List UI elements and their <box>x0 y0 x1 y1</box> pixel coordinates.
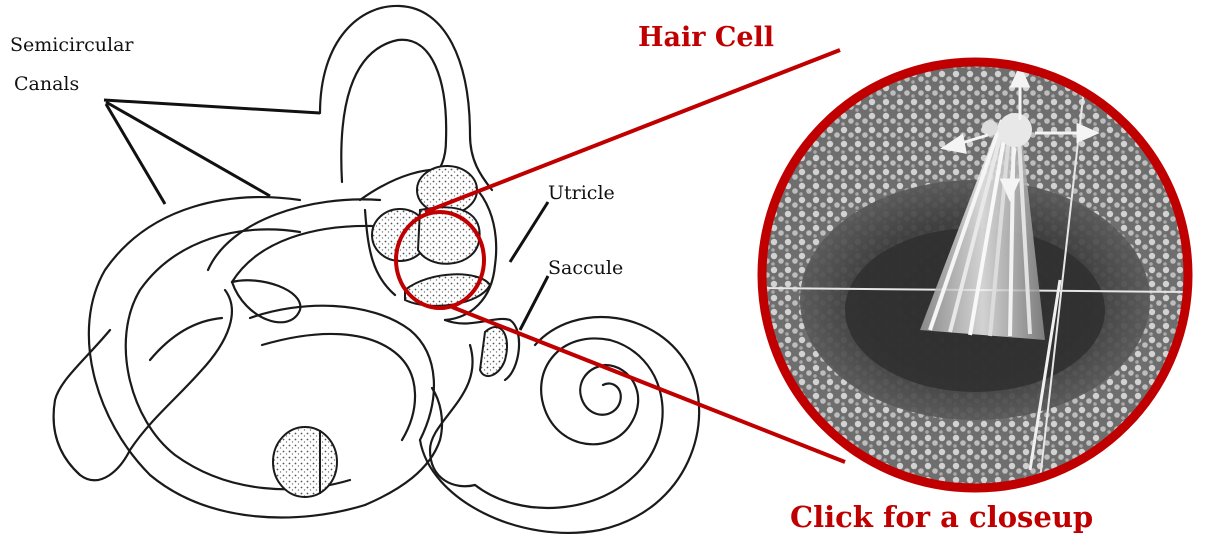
semicircular-canals-pointers <box>104 100 320 204</box>
macula-patches <box>273 166 507 497</box>
closeup-link[interactable]: Click for a closeup <box>790 500 1093 534</box>
saccule-pointer <box>520 276 548 330</box>
semicircular-label-line2: Canals <box>14 73 79 95</box>
utricle-pointer <box>510 202 548 262</box>
semicircular-label-line1: Semicircular <box>10 34 134 56</box>
utricle-label: Utricle <box>548 182 615 204</box>
saccule-label: Saccule <box>548 257 623 279</box>
hair-cell-title: Hair Cell <box>638 22 774 53</box>
